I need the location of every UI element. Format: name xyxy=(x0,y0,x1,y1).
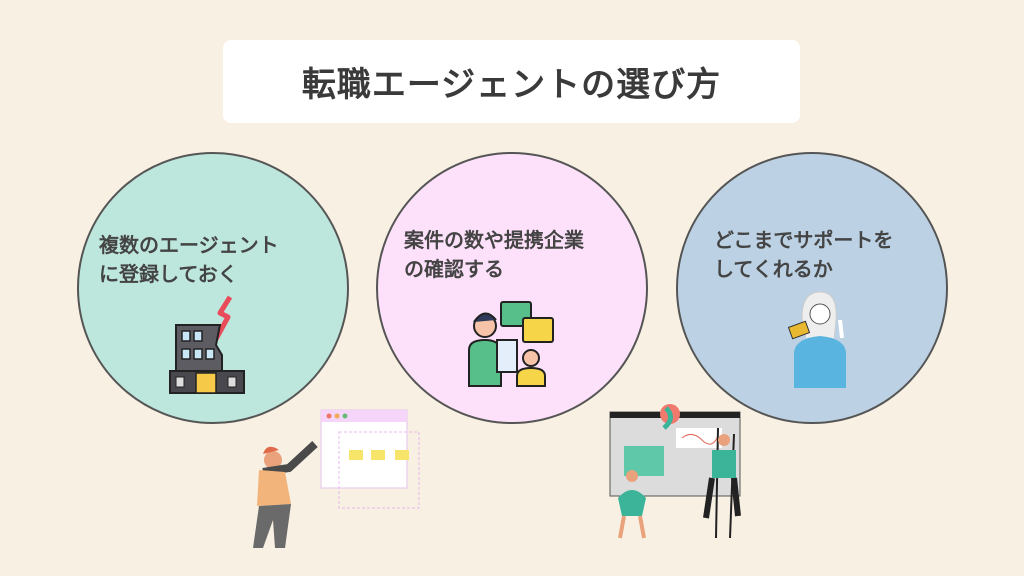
point-2-text: 案件の数や提携企業 の確認する xyxy=(404,226,584,284)
point-circle-2 xyxy=(376,152,648,424)
page-title: 転職エージェントの選び方 xyxy=(301,65,722,105)
point-3-text: どこまでサポートを してくれるか xyxy=(714,226,893,284)
point-3-line2: してくれるか xyxy=(714,257,833,281)
title-box: 転職エージェントの選び方 xyxy=(223,40,800,123)
point-2-line2: の確認する xyxy=(404,257,504,281)
damaged-building-icon xyxy=(169,295,245,394)
point-1-text: 複数のエージェント に登録しておく xyxy=(99,231,279,289)
consultation-icon xyxy=(468,301,554,387)
point-2-line1: 案件の数や提携企業 xyxy=(404,228,584,252)
designers-board-illustration xyxy=(609,404,741,539)
supporter-woman-icon xyxy=(787,291,846,388)
point-circle-3 xyxy=(676,152,948,424)
point-3-line1: どこまでサポートを xyxy=(714,228,894,252)
point-1-line2: に登録しておく xyxy=(99,262,238,286)
designer-woman-illustration xyxy=(253,409,420,548)
point-1-line1: 複数のエージェント xyxy=(99,233,279,257)
